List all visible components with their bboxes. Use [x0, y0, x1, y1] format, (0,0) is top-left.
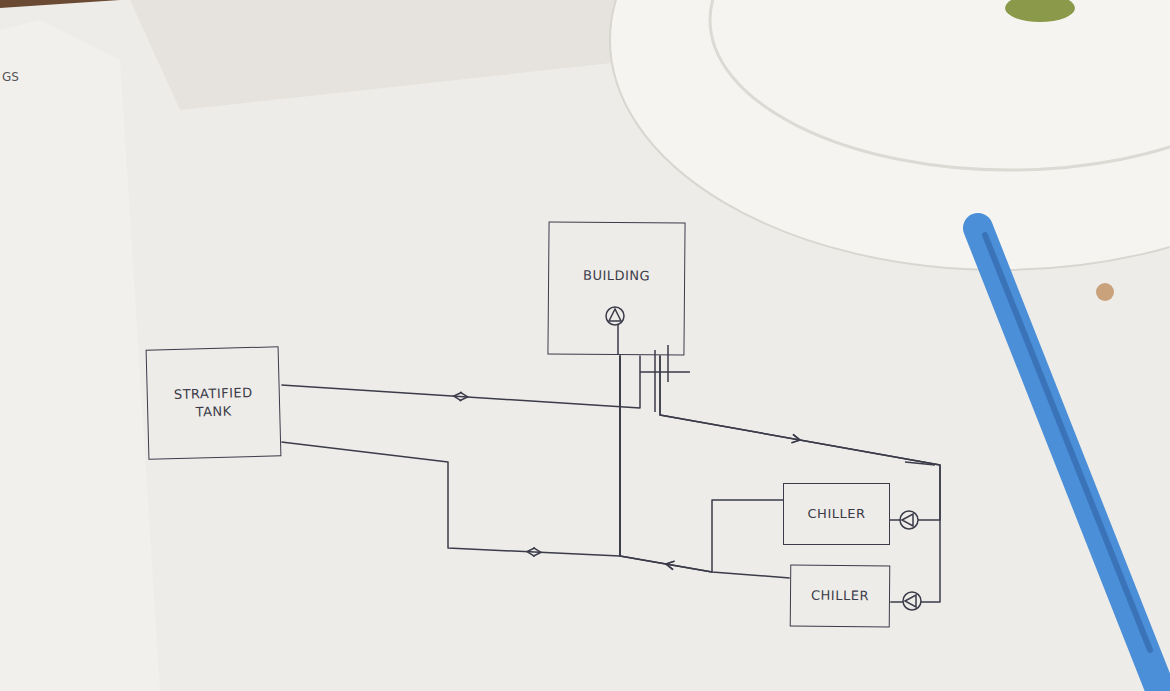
pipe-stub	[654, 350, 656, 412]
box-label: CHILLER	[811, 587, 869, 605]
pipe-line	[620, 356, 790, 578]
food-bit	[1005, 0, 1075, 22]
pipe-line	[281, 356, 620, 556]
pump-symbols	[606, 307, 935, 610]
flow-arrow	[454, 392, 462, 401]
flow-arrow	[460, 392, 468, 401]
napkin-fold	[130, 0, 650, 110]
pipe-connector	[281, 356, 620, 557]
flow-arrow	[527, 548, 535, 557]
pump-triangle	[905, 595, 916, 607]
pen-shade	[985, 235, 1150, 650]
pump-triangle	[902, 514, 913, 526]
pipe-stub	[667, 345, 669, 382]
pipe-line	[620, 356, 783, 572]
pump-symbol	[606, 307, 624, 325]
pipe-connector	[660, 356, 940, 602]
note-text: GS	[2, 70, 19, 84]
flow-arrow	[666, 561, 675, 570]
box-label: CHILLER	[808, 505, 866, 523]
pump-symbol	[900, 511, 918, 529]
pipe-connector	[620, 356, 783, 572]
tank-box: STRATIFIED TANK	[146, 346, 282, 459]
pipe-line	[660, 356, 940, 602]
pipe-line	[281, 356, 640, 408]
pipe-connector	[281, 356, 640, 408]
pipe-connector	[620, 356, 790, 578]
plate-rim	[710, 0, 1170, 170]
pipe-connector	[660, 356, 940, 520]
pump-symbol	[903, 592, 921, 610]
crumb	[1096, 283, 1114, 301]
pen	[978, 228, 1158, 684]
building-box: BUILDING	[547, 221, 685, 355]
chiller-box: CHILLER	[783, 483, 890, 545]
pipe-stub	[640, 371, 690, 373]
plate	[610, 0, 1170, 270]
pipe-line	[660, 356, 940, 520]
flow-arrow	[791, 434, 800, 442]
chiller-box: CHILLER	[790, 565, 891, 628]
pump-triangle	[609, 309, 621, 321]
pump-line	[617, 325, 619, 355]
flow-arrow	[791, 434, 800, 442]
flow-arrow	[533, 548, 541, 557]
box-label: BUILDING	[583, 267, 650, 285]
box-label: STRATIFIED TANK	[156, 384, 272, 422]
flow-arrow	[666, 561, 675, 570]
pipe-stub	[905, 462, 935, 465]
second-napkin	[0, 20, 160, 691]
